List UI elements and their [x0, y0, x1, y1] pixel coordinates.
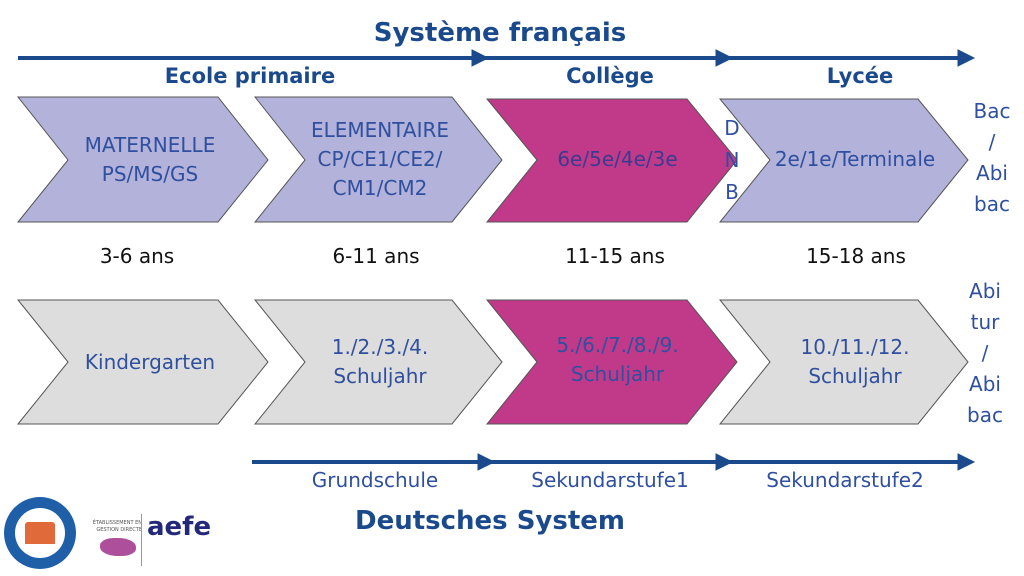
stage-grundschule: Grundschule — [311, 468, 439, 492]
aefe-tagline: ÉTABLISSEMENT EN GESTION DIRECTE — [92, 520, 142, 533]
arrowhead — [471, 49, 490, 67]
logo-divider — [141, 514, 142, 566]
box-kindergarten: Kindergarten — [84, 349, 216, 374]
box-maternelle: MATERNELLE PS/MS/GS — [84, 132, 216, 186]
stage-college: Collège — [566, 64, 654, 88]
box-college: 6e/5e/4e/3e — [557, 147, 678, 171]
school-logo — [4, 497, 76, 569]
arrowhead — [477, 453, 496, 471]
chevron-maternelle — [16, 96, 269, 223]
box-lycee: 2e/1e/Terminale — [774, 147, 936, 171]
chevron-elementaire — [253, 96, 503, 223]
chevron-kindergarten — [16, 299, 269, 425]
box-sek2: 10./11./12. Schuljahr — [800, 335, 910, 388]
abitur-label: Abi tur / Abi bac — [967, 279, 1003, 427]
arrowhead — [715, 49, 734, 67]
chevron-lycee — [718, 98, 969, 223]
box-grundschule: 1./2./3./4. Schuljahr — [331, 335, 429, 388]
age-6-11: 6-11 ans — [332, 244, 420, 268]
dnb-label: D N B — [724, 116, 740, 204]
world-map-icon — [100, 538, 136, 556]
chevron-grundschule — [253, 299, 503, 425]
stage-lycee: Lycée — [826, 64, 894, 88]
box-elementaire: ELEMENTAIRE CP/CE1/CE2/ CM1/CM2 — [310, 118, 450, 200]
german-system-title: Deutsches System — [354, 506, 626, 536]
age-11-15: 11-15 ans — [565, 244, 665, 268]
stage-ecole-primaire: Ecole primaire — [164, 64, 336, 88]
chevron-sek1 — [485, 299, 738, 425]
age-3-6: 3-6 ans — [99, 244, 175, 268]
chevron-sek2 — [718, 299, 969, 425]
box-sek1: 5./6./7./8./9. Schuljahr — [556, 333, 679, 386]
french-system-title: Système français — [373, 18, 627, 48]
bac-label: Bac / Abi bac — [973, 99, 1011, 216]
aefe-logo: aefe — [147, 512, 212, 542]
stage-sekundarstufe2: Sekundarstufe2 — [766, 468, 924, 492]
chevron-college — [485, 98, 738, 223]
arrowhead — [957, 49, 976, 67]
arrowhead — [715, 453, 734, 471]
stage-sekundarstufe1: Sekundarstufe1 — [531, 468, 689, 492]
arrowhead — [957, 453, 976, 471]
age-15-18: 15-18 ans — [806, 244, 906, 268]
